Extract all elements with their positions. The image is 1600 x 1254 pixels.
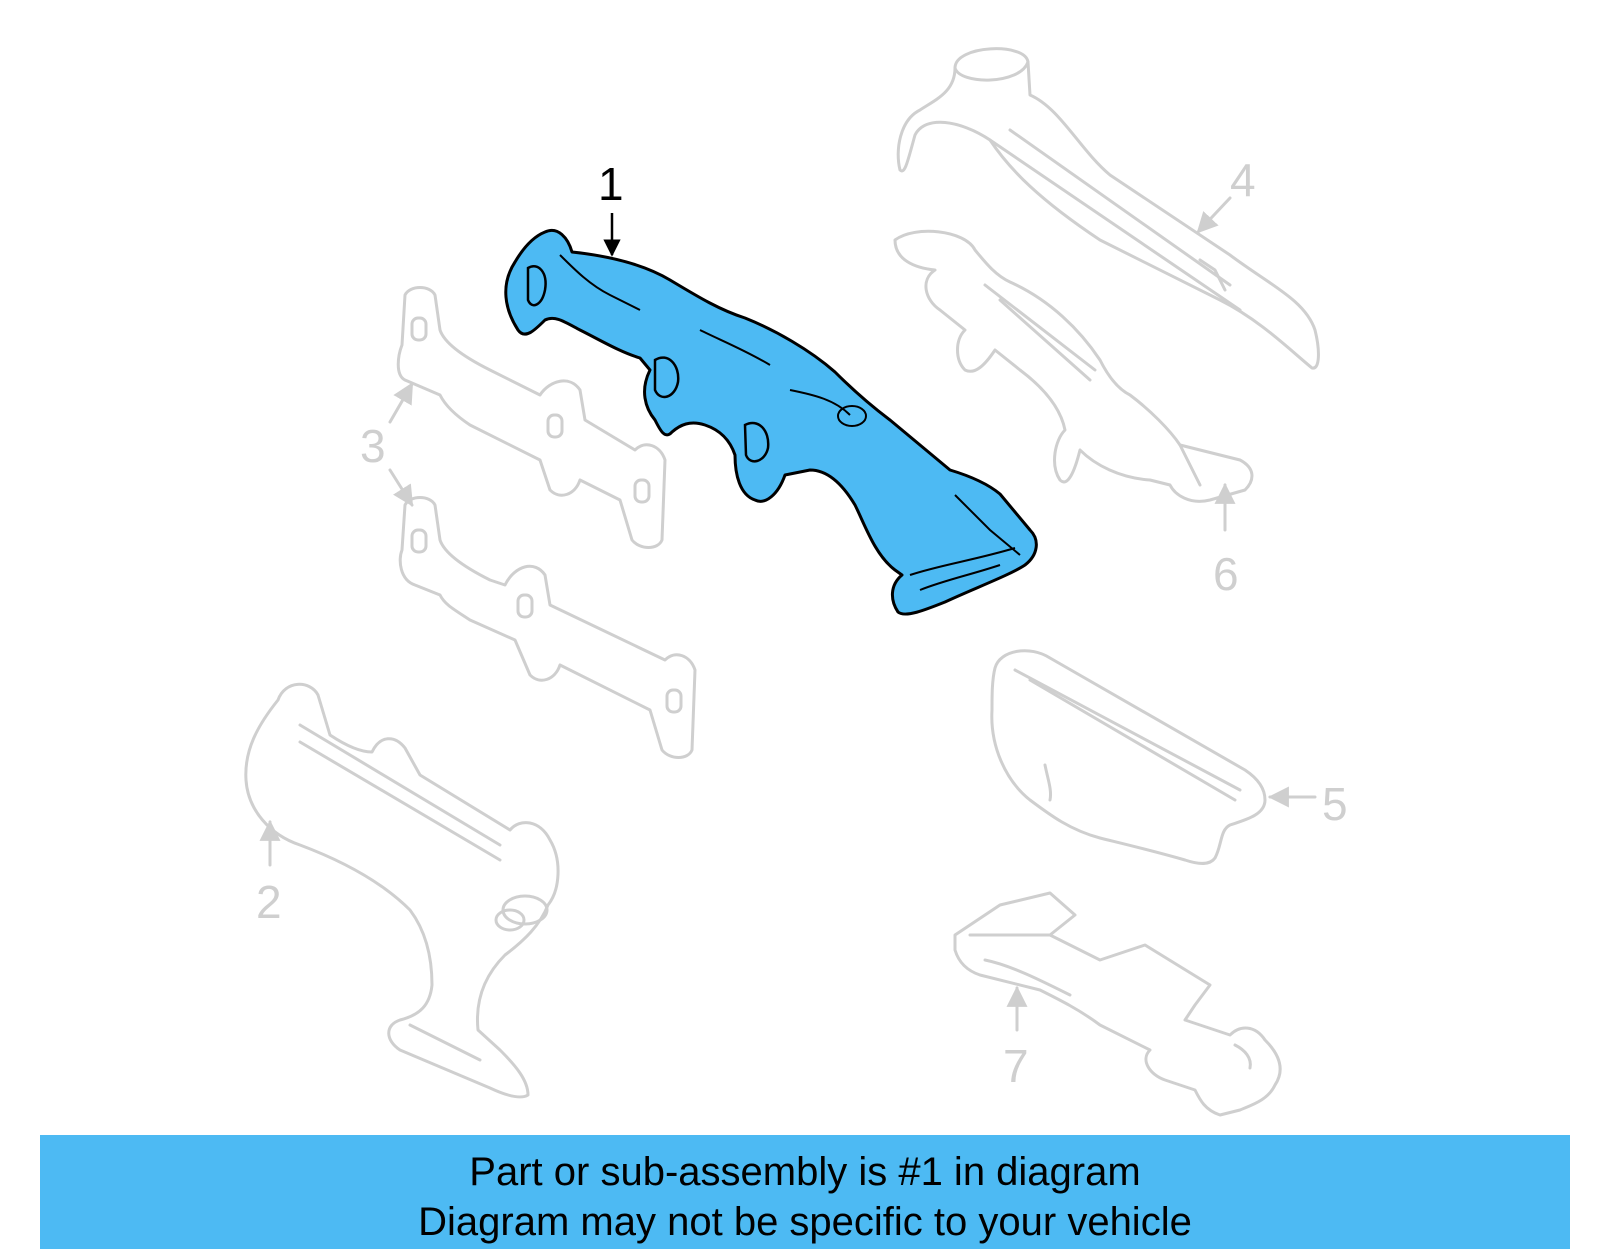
part-2-exhaust-manifold: [244, 682, 560, 1099]
callout-1: 1: [598, 158, 624, 210]
part-1-exhaust-manifold[interactable]: [504, 229, 1038, 616]
banner-line-part-number: Part or sub-assembly is #1 in diagram: [469, 1150, 1141, 1194]
callout-5: 5: [1322, 778, 1348, 830]
info-banner: Part or sub-assembly is #1 in diagram Di…: [40, 1135, 1570, 1249]
callout-6: 6: [1213, 548, 1239, 600]
banner-line-disclaimer: Diagram may not be specific to your vehi…: [418, 1200, 1192, 1244]
callout-7: 7: [1003, 1040, 1029, 1092]
callout-3: 3: [360, 420, 386, 472]
callout-2: 2: [256, 876, 282, 928]
part-3-gasket-upper: [396, 286, 667, 549]
part-3-gasket-lower: [398, 496, 697, 759]
part-6-heat-shield: [893, 229, 1254, 503]
part-5-heat-shield: [990, 649, 1267, 865]
part-4-heat-shield: [896, 47, 1320, 370]
callout-4: 4: [1230, 154, 1256, 206]
part-7-heat-shield: [953, 891, 1282, 1117]
